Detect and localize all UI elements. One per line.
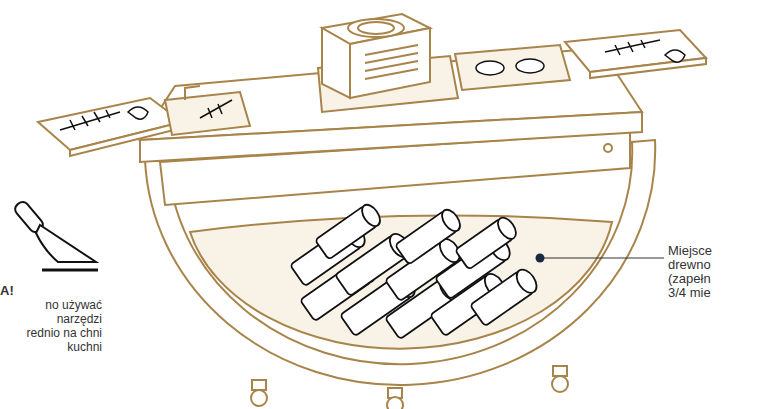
wheels-part xyxy=(252,380,266,390)
wheels-part xyxy=(251,390,267,406)
sinks-part xyxy=(455,45,570,90)
wheels-part xyxy=(553,366,567,376)
firewood-part-part xyxy=(513,266,541,296)
side-boards-part xyxy=(590,58,706,78)
food-decor-part xyxy=(60,110,120,130)
firewood-part xyxy=(315,202,384,260)
side-boards-part xyxy=(70,122,182,156)
grill-device-part xyxy=(350,28,430,98)
food-decor-part xyxy=(665,50,685,62)
food-decor-part xyxy=(605,40,660,55)
warning-heading: A! xyxy=(0,284,40,298)
firewood-part xyxy=(395,207,464,265)
leader-line-part xyxy=(536,254,545,263)
food-decor-part xyxy=(200,100,232,118)
grill-device-part xyxy=(365,69,418,79)
sinks-part xyxy=(165,92,250,135)
leader-line xyxy=(536,254,665,263)
grill-device xyxy=(322,14,430,98)
knife-icon-part xyxy=(42,269,98,272)
wheels-part xyxy=(552,376,568,392)
grill-device-part xyxy=(348,19,404,37)
countertop-part xyxy=(604,144,612,152)
grill-device-part xyxy=(358,22,394,34)
wheels xyxy=(251,366,568,409)
firewood-part xyxy=(455,214,520,269)
firewood-part-part xyxy=(358,202,383,230)
grill-device-part xyxy=(322,28,350,98)
food-decor-part xyxy=(476,61,504,75)
firewood-part-part xyxy=(494,214,519,242)
leader-line-part xyxy=(540,258,664,259)
wheels-part xyxy=(387,397,403,409)
knife-icon xyxy=(13,199,98,270)
food-decor xyxy=(60,40,685,130)
warning-note: no używać narzędzi rednio na chni kuchni xyxy=(22,298,102,354)
knife-icon-part xyxy=(36,225,96,262)
food-decor-part xyxy=(128,107,148,119)
firewood-part-part xyxy=(438,207,463,235)
firewood xyxy=(290,202,541,340)
food-decor-part xyxy=(516,59,544,73)
sinks-part xyxy=(185,86,200,100)
callout-label: Miejsce drewno (zapełn 3/4 mie xyxy=(668,244,732,300)
arc-frame-part xyxy=(190,215,612,348)
